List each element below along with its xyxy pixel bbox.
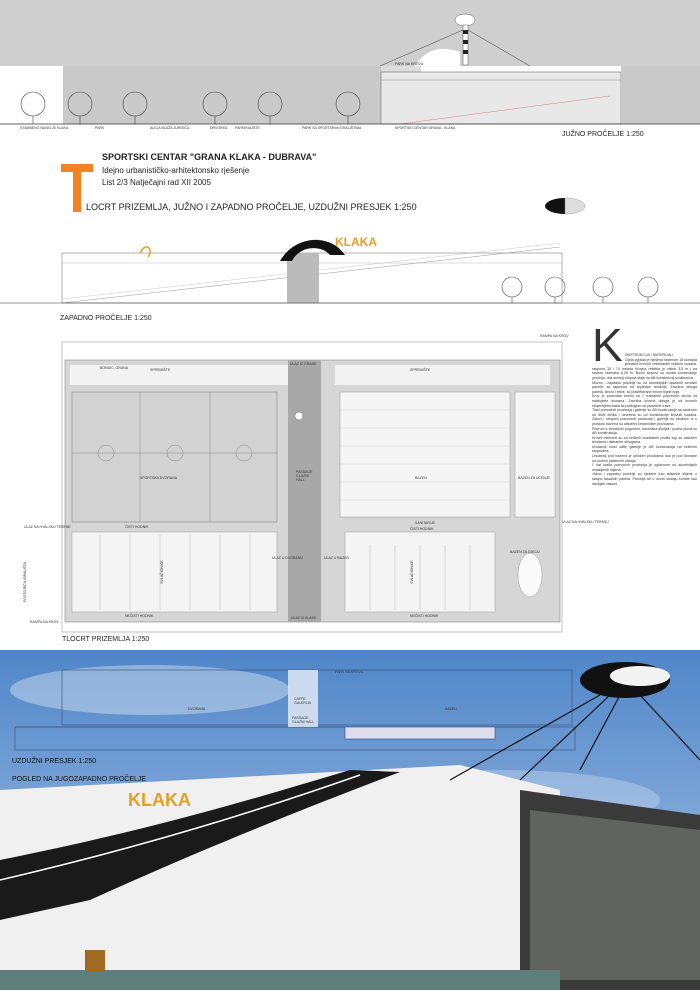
zone-label: SPORTSKI CENTAR GRANA - KLAKA	[395, 126, 456, 130]
paragraph: Krovni elementi su od čeličnih kvadratni…	[592, 435, 697, 445]
paragraph: Unutarnji pod bazena je obložen pločicam…	[592, 454, 697, 463]
room-label: SVLAČIONICE	[409, 560, 414, 584]
text-heading: ONSTRUKCIJA I MATERIJALI	[624, 353, 674, 357]
room-label: BAZEN ZA DJECU	[510, 550, 540, 554]
room-label: SVLAČIONICE	[159, 560, 164, 584]
room-label: BAZEN	[415, 476, 427, 480]
entrance-dvorana: ULAZ U DVORANU	[272, 556, 303, 560]
southwest-render: PARK NA KROVU DVORANA CAFFE GALERIJA PAS…	[0, 650, 700, 990]
south-elevation-label: JUŽNO PROČELJE 1:250	[562, 131, 644, 138]
paragraph: Južno i zapadno pročelje su riješene kao…	[592, 472, 697, 486]
section-label: UZDUŽNI PRESJEK 1:250	[12, 758, 97, 765]
ramp-label: RAMPA NA KROV	[540, 334, 569, 338]
room-label: SPORTSKA DVORANA	[140, 476, 178, 480]
room-label: SANITARIJE	[415, 521, 435, 525]
paragraph: Krov je prohodan krovni sa 7 traktatnih …	[592, 394, 697, 408]
orange-t-logo-stem	[73, 164, 81, 212]
room-label: ČISTI HODNIK	[410, 527, 434, 531]
ramp-label: RAMPA NA KROV	[30, 620, 59, 624]
zone-label: STAMBENO NASELJE KLAKA	[20, 126, 69, 130]
ground-floor-plan: BONDIC. GRANA SPREMIŠTE SPREMIŠTE ULAZ I…	[0, 320, 609, 650]
room-label: PASSAGE GLAZNI HALL	[296, 470, 313, 482]
sheet-info: List 2/3 Natječajni rad XII 2005	[102, 178, 211, 187]
room-label: ČISTI HODNIK	[125, 525, 149, 529]
zone-label: PARK SA SPORTSKIM IGRALIŠTIMA	[302, 126, 362, 130]
roof-park-label: PARK NA KROVU	[395, 62, 424, 66]
section-room: DVORANA	[188, 707, 206, 711]
section-room: PASSAGE GLAZNI HALL	[292, 716, 315, 724]
paragraph: Podrum s tehničkim pogonom, bazenska ško…	[592, 426, 697, 436]
project-title: SPORTSKI CENTAR "GRANA KLAKA - DUBRAVA"	[102, 152, 317, 162]
plan-label: TLOCRT PRIZEMLJA 1:250	[62, 636, 150, 643]
zone-label: DRVORED	[210, 126, 228, 130]
entrance-terasa: ULAZ NA HVALSKU TERASU	[562, 520, 609, 524]
klaka-sign: KLAKA	[128, 790, 191, 810]
section-roof-label: PARK NA KROVU	[335, 670, 364, 674]
entrance-teren: ULAZ NA HVALSKU TERENE	[24, 525, 71, 529]
drop-cap: K	[592, 319, 623, 371]
paragraph: I. kat kraka pomoćnih prostorija je ugla…	[592, 463, 697, 472]
room-label: SPREMIŠTE	[410, 368, 431, 372]
section-room: BAZEN	[445, 707, 457, 711]
room-label: BAZEN ZA UČENJE	[518, 476, 550, 480]
room-label: SPREMIŠTE	[150, 368, 171, 372]
entrance-klaka: ULAZ IZ KLAKE	[291, 616, 317, 620]
drawing-list: LOCRT PRIZEMLJA, JUŽNO I ZAPADNO PROČELJ…	[86, 202, 417, 212]
zone-label: PARKIRALIŠTE	[235, 126, 260, 130]
south-elevation: PARK NA KROVU STAMBENO NASELJE KLAKA PAR…	[0, 62, 700, 130]
render-label: POGLED NA JUGOZAPADNO PROČELJE	[12, 776, 147, 783]
paragraph: Cijela zgrada je riješena rasterom 18 ko…	[592, 357, 697, 380]
construction-text: K ONSTRUKCIJA I MATERIJALI Cijela zgrada…	[592, 319, 697, 650]
top-background	[0, 0, 700, 67]
west-elevation-label: ZAPADNO PROČELJE 1:250	[60, 315, 152, 322]
klaka-logo: KLAKA	[335, 235, 377, 249]
pod-icon	[545, 197, 586, 215]
room-label: NEČISTI HODNIK	[410, 614, 439, 618]
zone-label: ALEJA BLAŽA JURIŠIĆA	[150, 126, 190, 130]
room-label: NEČISTI HODNIK	[125, 614, 154, 618]
project-subtitle: Idejno urbanističko-arhitektonsko rješen…	[102, 166, 250, 175]
entrance-grana: ULAZ IZ GRANE	[290, 362, 317, 366]
paragraph: Tlakl pomoćnih prostorija i galerije su …	[592, 408, 697, 426]
tower-drawing	[379, 13, 531, 67]
paragraph: Unutarnji most caffe galerije je AB kons…	[592, 444, 697, 454]
room-label: BONDIC. GRANA	[100, 366, 129, 370]
west-elevation: KLAKA ZAPADNO PROČELJE 1:250	[0, 225, 700, 322]
zone-label: PARK	[95, 126, 105, 130]
existing-playgrounds-label: POSTOJEĆA IGRALIŠTA	[22, 562, 27, 602]
paragraph: Možno i zapadno pročelje su od aluminijs…	[592, 380, 697, 394]
entrance-bazen: ULAZ U BAZEN	[324, 556, 350, 560]
section-room: CAFFE GALERIJA	[294, 697, 311, 705]
